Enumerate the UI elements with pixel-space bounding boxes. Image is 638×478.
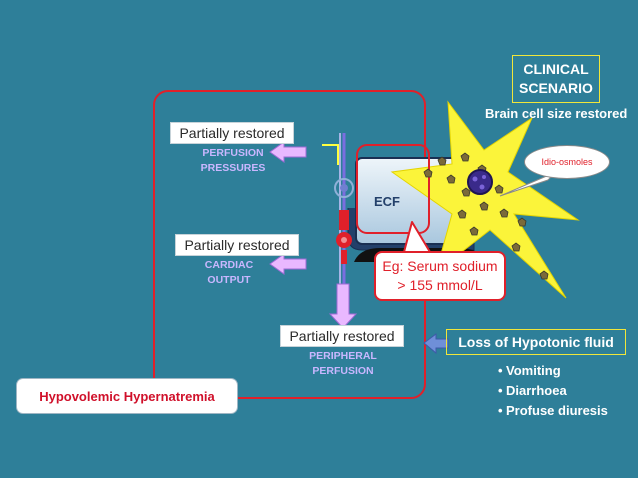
brain-cell-star (390, 100, 580, 299)
clinical-scenario-line2: SCENARIO (519, 80, 593, 96)
cause-profuse-diuresis: Profuse diuresis (506, 403, 608, 418)
perfusion-status: Partially restored (179, 125, 285, 141)
idio-osmoles-bubble: Idio-osmoles (524, 145, 610, 179)
serum-sodium-line1: Eg: Serum sodium (382, 258, 498, 274)
cardiac-status: Partially restored (184, 237, 290, 253)
ecf-highlight-outline (356, 144, 430, 234)
bullet-icon: • (498, 363, 503, 378)
cardiac-label-line1: CARDIAC (204, 259, 254, 271)
cause-item: •Diarrhoea (498, 382, 608, 399)
cardiac-status-box: Partially restored (175, 234, 299, 256)
cardiac-label-line2: OUTPUT (207, 274, 251, 286)
cardiac-arrow (269, 253, 307, 275)
peripheral-arrow (328, 283, 358, 329)
cause-item: •Vomiting (498, 362, 608, 379)
peripheral-label-line2: PERFUSION (312, 365, 374, 377)
cell-nucleus (467, 169, 493, 195)
fluid-loss-causes: •Vomiting •Diarrhoea •Profuse diuresis (498, 362, 608, 422)
perfusion-pressures-label: PERFUSION PRESSURES (196, 146, 270, 176)
ecf-label: ECF (374, 194, 400, 209)
fluid-loss-arrow (423, 333, 449, 355)
serum-sodium-callout: Eg: Serum sodium > 155 mmol/L (374, 251, 506, 301)
osmole-particles (423, 152, 549, 280)
clinical-scenario-line1: CLINICAL (523, 61, 589, 77)
peripheral-status-box: Partially restored (280, 325, 404, 347)
peripheral-label-line1: PERIPHERAL (309, 350, 377, 362)
perfusion-label-line2: PRESSURES (200, 162, 266, 174)
bullet-icon: • (498, 403, 503, 418)
serum-sodium-line2: > 155 mmol/L (397, 277, 483, 293)
cause-item: •Profuse diuresis (498, 402, 608, 419)
peripheral-perfusion-label: PERIPHERAL PERFUSION (304, 349, 382, 379)
condition-box: Hypovolemic Hypernatremia (16, 378, 238, 414)
fluid-loss-title: Loss of Hypotonic fluid (458, 334, 614, 350)
cause-vomiting: Vomiting (506, 363, 561, 378)
cause-diarrhoea: Diarrhoea (506, 383, 567, 398)
bullet-icon: • (498, 383, 503, 398)
perfusion-status-box: Partially restored (170, 122, 294, 144)
perfusion-label-line1: PERFUSION (202, 147, 264, 159)
cardiac-output-label: CARDIAC OUTPUT (196, 258, 262, 288)
peripheral-status: Partially restored (289, 328, 395, 344)
brain-cell-caption: Brain cell size restored (485, 106, 628, 121)
perfusion-arrow (269, 141, 307, 163)
vessel-assembly (322, 133, 354, 285)
condition-name: Hypovolemic Hypernatremia (39, 388, 215, 404)
fluid-loss-box: Loss of Hypotonic fluid (446, 329, 626, 355)
idio-osmoles-label: Idio-osmoles (541, 157, 593, 167)
clinical-scenario-box: CLINICAL SCENARIO (512, 55, 600, 103)
